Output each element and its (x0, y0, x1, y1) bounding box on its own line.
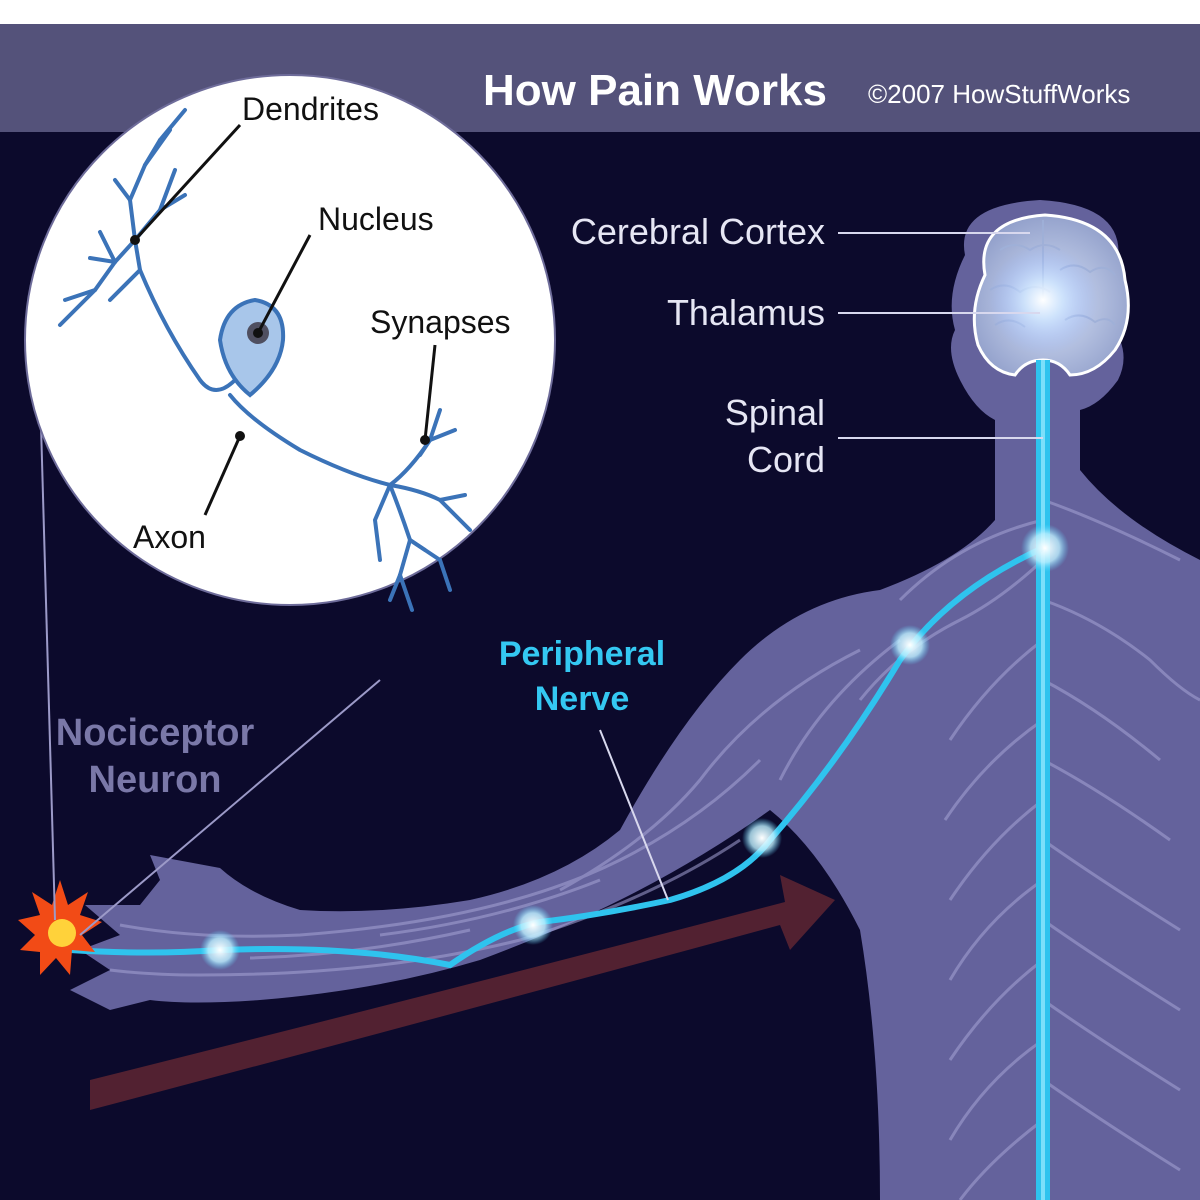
nerve-network (109, 498, 1200, 1200)
label-dendrites: Dendrites (242, 91, 379, 127)
label-spinal-line2: Cord (747, 439, 825, 480)
label-nucleus: Nucleus (318, 201, 434, 237)
label-peripheral-line1: Peripheral (499, 635, 665, 673)
label-peripheral-line2: Nerve (535, 680, 630, 718)
label-nociceptor-line2: Neuron (89, 759, 222, 801)
label-thalamus: Thalamus (667, 292, 825, 333)
magnifier-circle (24, 74, 556, 606)
top-margin (0, 0, 1200, 24)
brain (972, 213, 1130, 377)
magnify-connector-right (79, 679, 381, 936)
label-cerebral-cortex: Cerebral Cortex (571, 211, 825, 252)
leader-dots (130, 235, 430, 445)
page-title: How Pain Works (483, 66, 827, 115)
label-nociceptor-line1: Nociceptor (56, 712, 255, 754)
label-axon: Axon (133, 519, 206, 555)
body-leader-lines (599, 232, 1043, 901)
label-synapses: Synapses (370, 304, 511, 340)
copyright-text: ©2007 HowStuffWorks (868, 79, 1130, 109)
thalamus-glow (988, 245, 1098, 355)
signal-direction-arrow (90, 875, 835, 1110)
signal-sparks (200, 524, 1069, 970)
label-spinal-line1: Spinal (725, 392, 825, 433)
peripheral-nerve (69, 545, 1045, 969)
neuron-soma (217, 297, 286, 398)
magnify-connector-left (39, 389, 56, 921)
neuron-leader-lines (133, 123, 437, 516)
pain-burst-icon (18, 880, 102, 975)
